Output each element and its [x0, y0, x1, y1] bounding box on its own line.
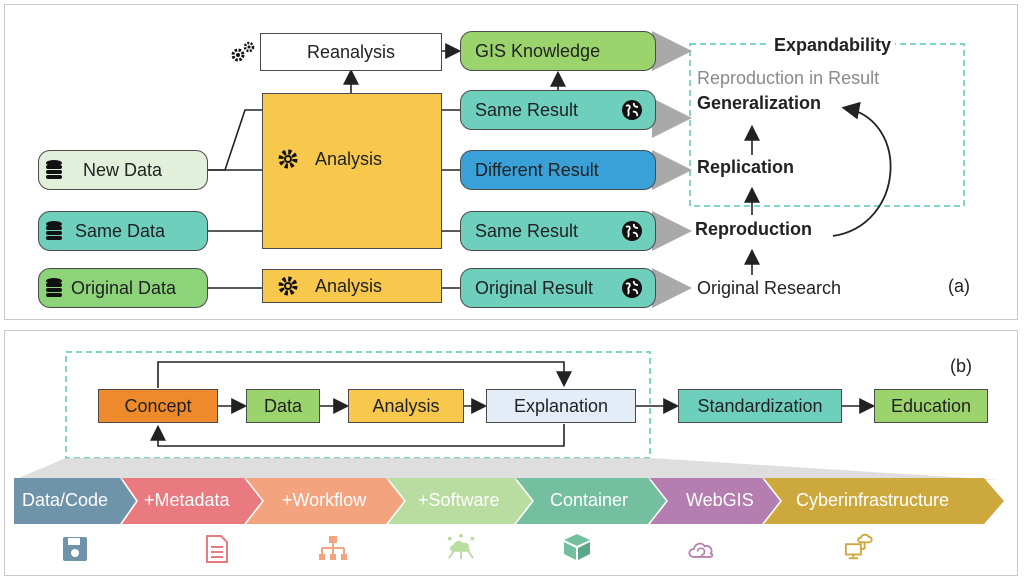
floppy-disk-icon — [60, 534, 90, 564]
analysis-flow-box: Analysis — [348, 389, 464, 423]
analysis-flow-label: Analysis — [372, 395, 440, 416]
explanation-box: Explanation — [486, 389, 636, 423]
cloud-sync-icon — [686, 534, 716, 564]
analysis-big-box: Analysis — [262, 93, 442, 249]
chevron-label-software: +Software — [418, 490, 500, 510]
database-icon — [45, 277, 63, 299]
reproduction-label: Reproduction — [695, 219, 812, 239]
different-result-label: Different Result — [475, 159, 599, 180]
workflow-icon — [318, 534, 348, 564]
database-icon — [45, 159, 63, 181]
reanalysis-box: Reanalysis — [260, 33, 442, 71]
data-label: Data — [263, 395, 303, 416]
reanalysis-label: Reanalysis — [306, 41, 396, 62]
reproduction-in-result-label: Reproduction in Result — [697, 68, 880, 88]
standardization-box: Standardization — [678, 389, 842, 423]
package-box-icon — [562, 532, 592, 562]
chevron-label-webgis: WebGIS — [686, 490, 754, 510]
chevron-container — [516, 478, 666, 524]
different-result-box: Different Result — [460, 150, 656, 190]
same-result-label-1: Same Result — [475, 99, 579, 120]
chevron-cyberinfrastructure — [764, 478, 1004, 524]
panel-a-label: (a) — [948, 276, 970, 296]
data-box: Data — [246, 389, 320, 423]
computer-network-icon — [844, 532, 874, 562]
original-result-label: Original Result — [475, 277, 594, 298]
analysis-small-box: Analysis — [262, 269, 442, 303]
explanation-label: Explanation — [513, 395, 609, 416]
globe-icon — [621, 277, 643, 299]
chevron-metadata — [122, 478, 262, 524]
chevron-webgis — [650, 478, 780, 524]
chevron-label-container: Container — [550, 490, 629, 510]
same-result-box-2: Same Result — [460, 211, 656, 251]
chevron-software — [388, 478, 532, 524]
new-data-box: New Data — [38, 150, 208, 190]
gear-icon — [277, 275, 299, 297]
database-icon — [45, 220, 63, 242]
concept-box: Concept — [98, 389, 218, 423]
globe-icon — [621, 99, 643, 121]
chevron-data-code — [14, 478, 136, 524]
new-data-label: New Data — [83, 159, 163, 180]
gis-knowledge-label: GIS Knowledge — [475, 40, 601, 61]
chevron-label-cyberinfrastructure: Cyberinfrastructure — [796, 490, 950, 510]
original-data-label: Original Data — [71, 277, 177, 298]
globe-icon — [621, 220, 643, 242]
chevron-workflow — [246, 478, 404, 524]
original-research-label: Original Research — [697, 278, 842, 298]
gis-knowledge-box: GIS Knowledge — [460, 31, 656, 71]
chevron-ribbon — [14, 478, 1004, 524]
original-data-box: Original Data — [38, 268, 208, 308]
replication-label: Replication — [697, 157, 795, 177]
generalization-label: Generalization — [697, 93, 822, 113]
same-result-box-1: Same Result — [460, 90, 656, 130]
gear-icon — [277, 148, 299, 170]
gears-icon — [230, 40, 256, 64]
original-result-box: Original Result — [460, 268, 656, 308]
expandability-label: Expandability — [770, 35, 896, 56]
education-box: Education — [874, 389, 988, 423]
chevron-label-metadata: +Metadata — [144, 490, 230, 510]
standardization-label: Standardization — [697, 395, 823, 416]
panel-b-label: (b) — [950, 356, 972, 376]
same-data-box: Same Data — [38, 211, 208, 251]
analysis-small-label: Analysis — [315, 275, 383, 296]
cloud-network-icon — [446, 532, 476, 562]
same-data-label: Same Data — [75, 220, 166, 241]
education-label: Education — [890, 395, 972, 416]
document-icon — [202, 534, 232, 564]
analysis-big-label: Analysis — [315, 148, 383, 169]
same-result-label-2: Same Result — [475, 220, 579, 241]
concept-label: Concept — [124, 395, 192, 416]
chevron-label-workflow: +Workflow — [282, 490, 367, 510]
chevron-label-data-code: Data/Code — [22, 490, 109, 510]
